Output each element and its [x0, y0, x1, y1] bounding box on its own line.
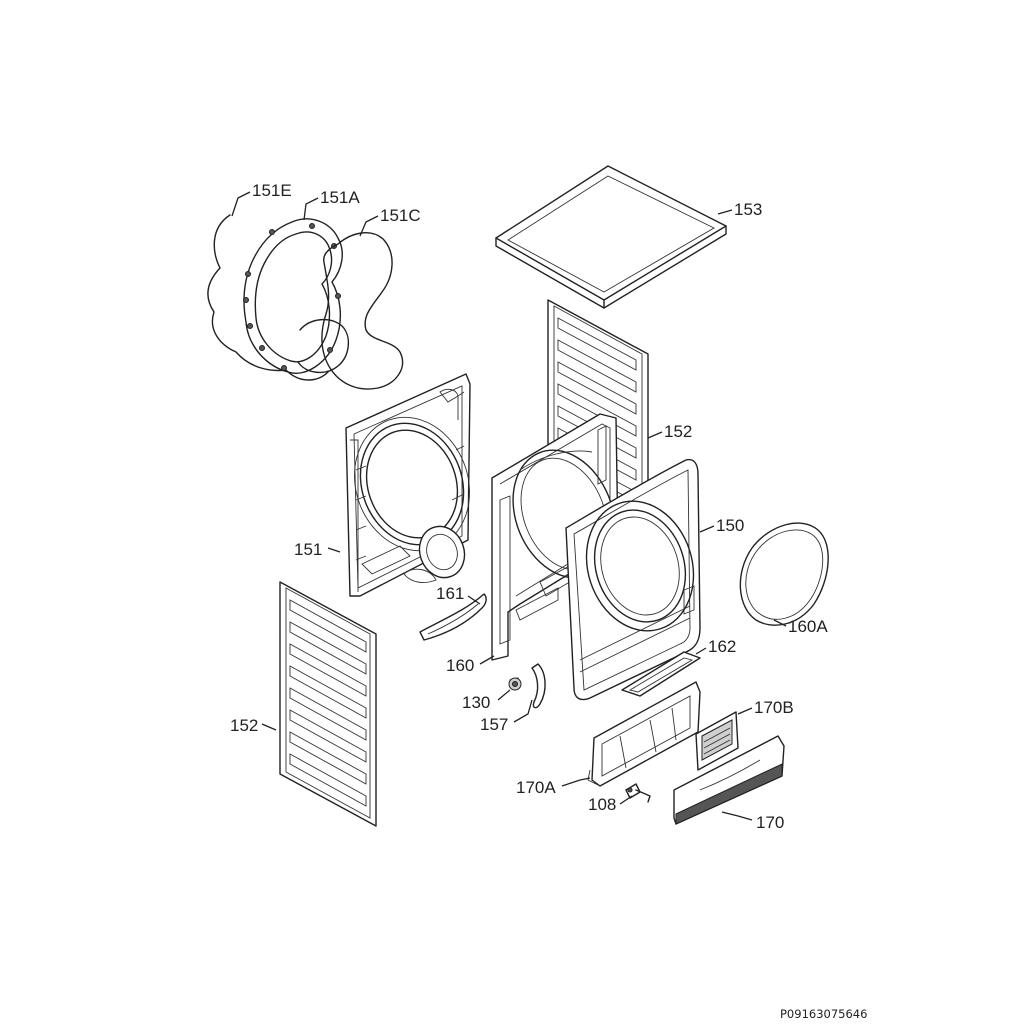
part-151A-bearing-shield — [243, 218, 349, 374]
leader-170 — [721, 811, 753, 821]
leader-151C — [359, 215, 379, 237]
label-108: 108 — [588, 795, 616, 814]
leader-150 — [699, 525, 715, 533]
leader-151A — [303, 197, 319, 221]
label-160A: 160A — [788, 617, 828, 636]
drawing-code: P09163075646 — [780, 1007, 867, 1021]
label-160: 160 — [446, 656, 474, 675]
part-160A-door-seal — [739, 522, 829, 626]
leader-160 — [479, 655, 495, 665]
part-108-selector — [625, 783, 651, 803]
part-151C-seal — [321, 232, 404, 390]
label-152-lower: 152 — [230, 716, 258, 735]
part-157-hose — [531, 663, 546, 709]
part-130-fastener — [508, 677, 522, 691]
part-162-filter-frame — [621, 651, 701, 697]
part-153-top-cover — [495, 165, 727, 309]
label-151E: 151E — [252, 181, 292, 200]
leader-157 — [513, 699, 533, 723]
label-162: 162 — [708, 637, 736, 656]
label-152-upper: 152 — [664, 422, 692, 441]
leader-151E — [231, 191, 251, 217]
leader-108 — [619, 795, 633, 805]
part-161-duct-piece — [419, 593, 487, 641]
leader-162 — [695, 647, 707, 655]
label-130: 130 — [462, 693, 490, 712]
leader-170A — [561, 777, 591, 787]
part-152-side-panel-lower — [279, 581, 377, 827]
label-161: 161 — [436, 584, 464, 603]
leader-130 — [497, 689, 511, 701]
part-170B-display-board — [695, 711, 739, 771]
label-157: 157 — [480, 715, 508, 734]
label-170: 170 — [756, 813, 784, 832]
label-151: 151 — [294, 540, 322, 559]
label-170B: 170B — [754, 698, 794, 717]
leader-152-lower — [261, 723, 277, 731]
leader-151 — [327, 547, 341, 553]
label-153: 153 — [734, 200, 762, 219]
leader-170B — [737, 707, 753, 715]
label-150: 150 — [716, 516, 744, 535]
part-150-front-panel — [565, 458, 701, 701]
part-151-rear-frame — [345, 373, 471, 597]
part-170A-control-frame — [587, 681, 701, 787]
label-151A: 151A — [320, 188, 360, 207]
leader-153 — [717, 209, 733, 215]
leader-152-upper — [647, 431, 663, 439]
leader-lines — [231, 191, 787, 821]
label-151C: 151C — [380, 206, 421, 225]
label-170A: 170A — [516, 778, 556, 797]
part-170-control-fascia — [673, 735, 785, 825]
part-151E-rear-shield-gasket — [207, 214, 329, 381]
leader-161 — [467, 595, 481, 605]
leader-160A — [773, 619, 787, 627]
